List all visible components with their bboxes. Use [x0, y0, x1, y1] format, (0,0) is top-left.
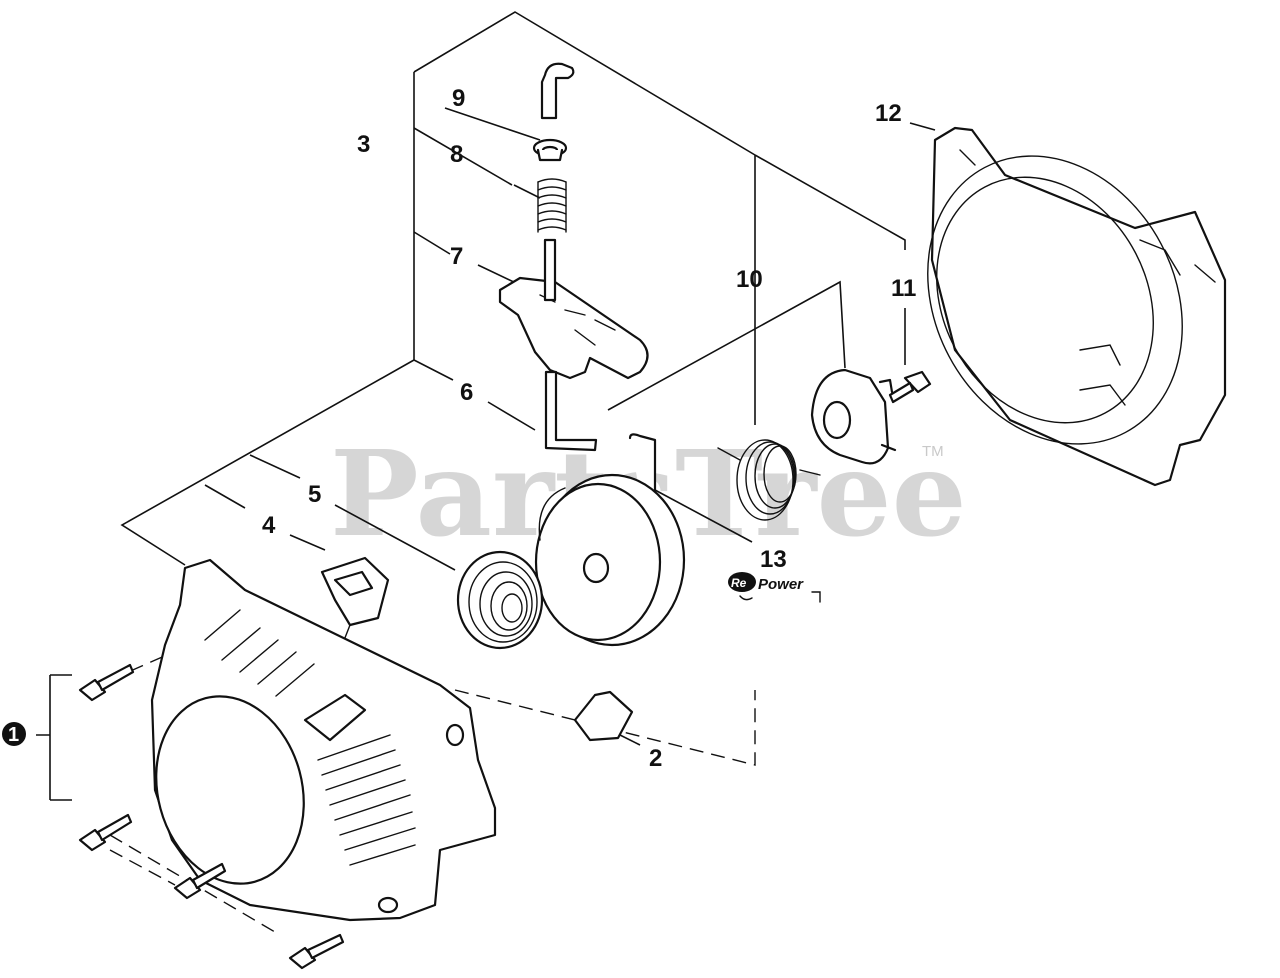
part-11-screw: [888, 370, 932, 404]
callout-3: 3: [357, 131, 370, 158]
callout-9: 9: [452, 85, 465, 112]
callout-1: 1: [8, 724, 19, 746]
part-5-recoil-spring: [456, 550, 544, 650]
callout-10: 10: [736, 266, 763, 293]
callout-4: 4: [262, 512, 276, 539]
part-3-starter-cover: [150, 558, 497, 922]
callout-8: 8: [450, 141, 463, 168]
part-8-spring: [537, 178, 567, 233]
callout-7: 7: [450, 243, 463, 270]
repower-logo-text: Power: [758, 576, 804, 593]
callout-6: 6: [460, 379, 473, 406]
part-10-torsion-spring: [717, 439, 821, 521]
repower-logo-prefix: Re: [731, 576, 747, 590]
part-4-grommet: [320, 556, 390, 627]
leader-lines: [36, 11, 936, 801]
callout-12: 12: [875, 100, 902, 127]
part-9-pin: [540, 62, 575, 120]
part-12-fan-housing: [927, 126, 1227, 487]
repower-logo: Re Power: [728, 572, 821, 603]
part-8-washer: [532, 138, 568, 162]
part-7-lever: [498, 238, 649, 380]
part-13-pulley: [534, 473, 686, 647]
callout-labels: 1 2 3 4 5 6 7 8 9 10 11 12 13: [2, 85, 916, 772]
part-1-bolts: [78, 663, 345, 970]
watermark-trademark: TM: [922, 443, 944, 460]
callout-5: 5: [308, 481, 321, 508]
part-2-pawl: [573, 690, 634, 742]
callout-11: 11: [891, 275, 916, 302]
part-11-ratchet: [810, 368, 897, 465]
callout-1-badge: [2, 722, 26, 746]
repower-logo-mark: [728, 572, 756, 592]
callout-2: 2: [649, 745, 662, 772]
callout-13: 13: [760, 546, 787, 573]
